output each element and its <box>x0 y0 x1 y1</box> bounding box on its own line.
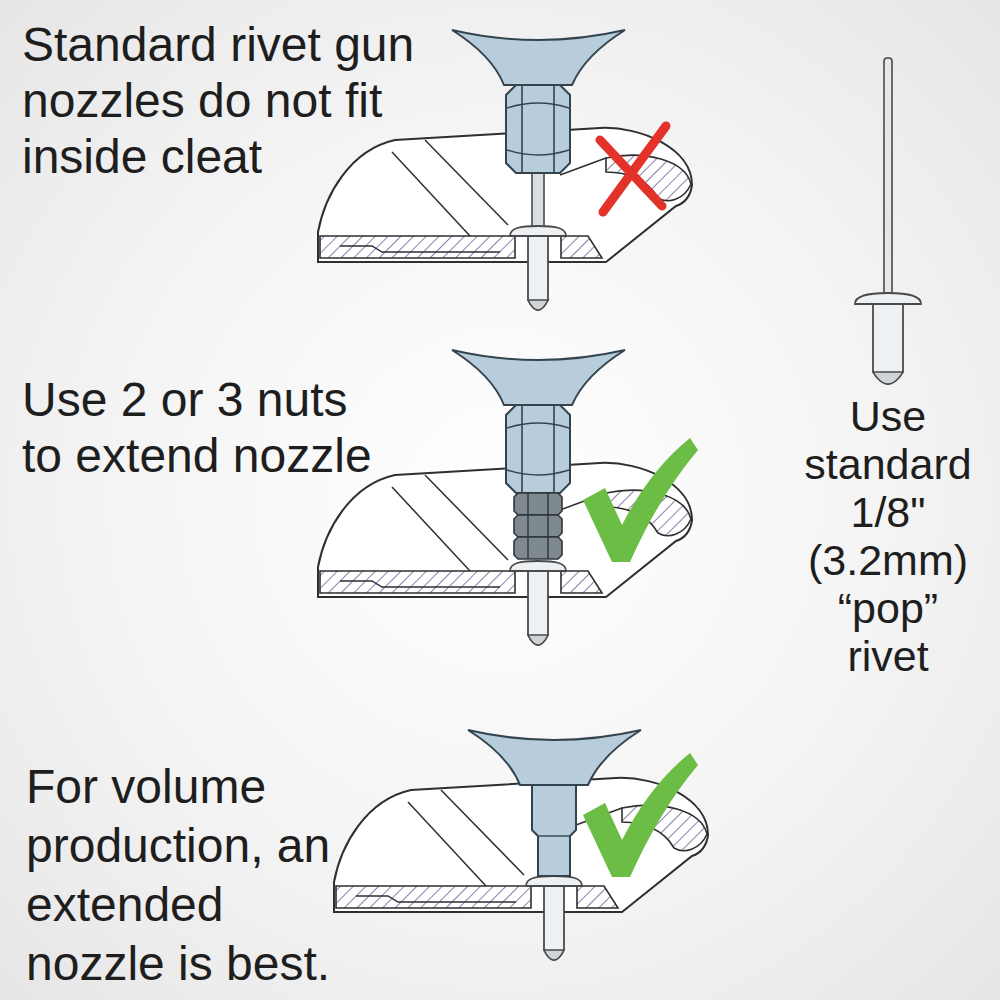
pop-rivet <box>510 226 566 310</box>
extension-nut <box>514 515 562 537</box>
rivet-gun-head <box>452 350 625 405</box>
check-mark <box>583 438 698 562</box>
standard-nozzle-figure <box>318 30 692 310</box>
pop-rivet <box>510 561 566 645</box>
loose-pop-rivet <box>855 58 921 384</box>
extension-nut <box>514 537 562 559</box>
rivet-gun-head <box>452 30 625 85</box>
rivet-body <box>873 304 903 384</box>
note-text: For volume production, an extended nozzl… <box>26 757 356 993</box>
check-mark <box>583 753 698 877</box>
note-text: Use 2 or 3 nuts to extend nozzle <box>22 372 384 484</box>
extension-nut <box>514 493 562 515</box>
rivet-gun-head <box>468 730 641 785</box>
note-text: Standard rivet gun nozzles do not fit in… <box>22 17 442 185</box>
standard-nozzle <box>506 405 570 493</box>
rivet-mandrel <box>884 58 892 298</box>
rivet-flange <box>855 293 921 304</box>
rivet-mandrel <box>532 173 544 228</box>
cross-mark <box>600 126 666 212</box>
nut-extension-figure <box>318 350 698 645</box>
extended-nozzle <box>532 785 576 876</box>
extended-nozzle-figure <box>334 730 708 960</box>
rivet-dome <box>873 372 903 384</box>
note-text: Use standard 1/8" (3.2mm) “pop” rivet <box>798 392 978 680</box>
standard-nozzle <box>506 85 570 173</box>
pop-rivet <box>526 876 582 960</box>
nozzle-step <box>538 835 570 836</box>
